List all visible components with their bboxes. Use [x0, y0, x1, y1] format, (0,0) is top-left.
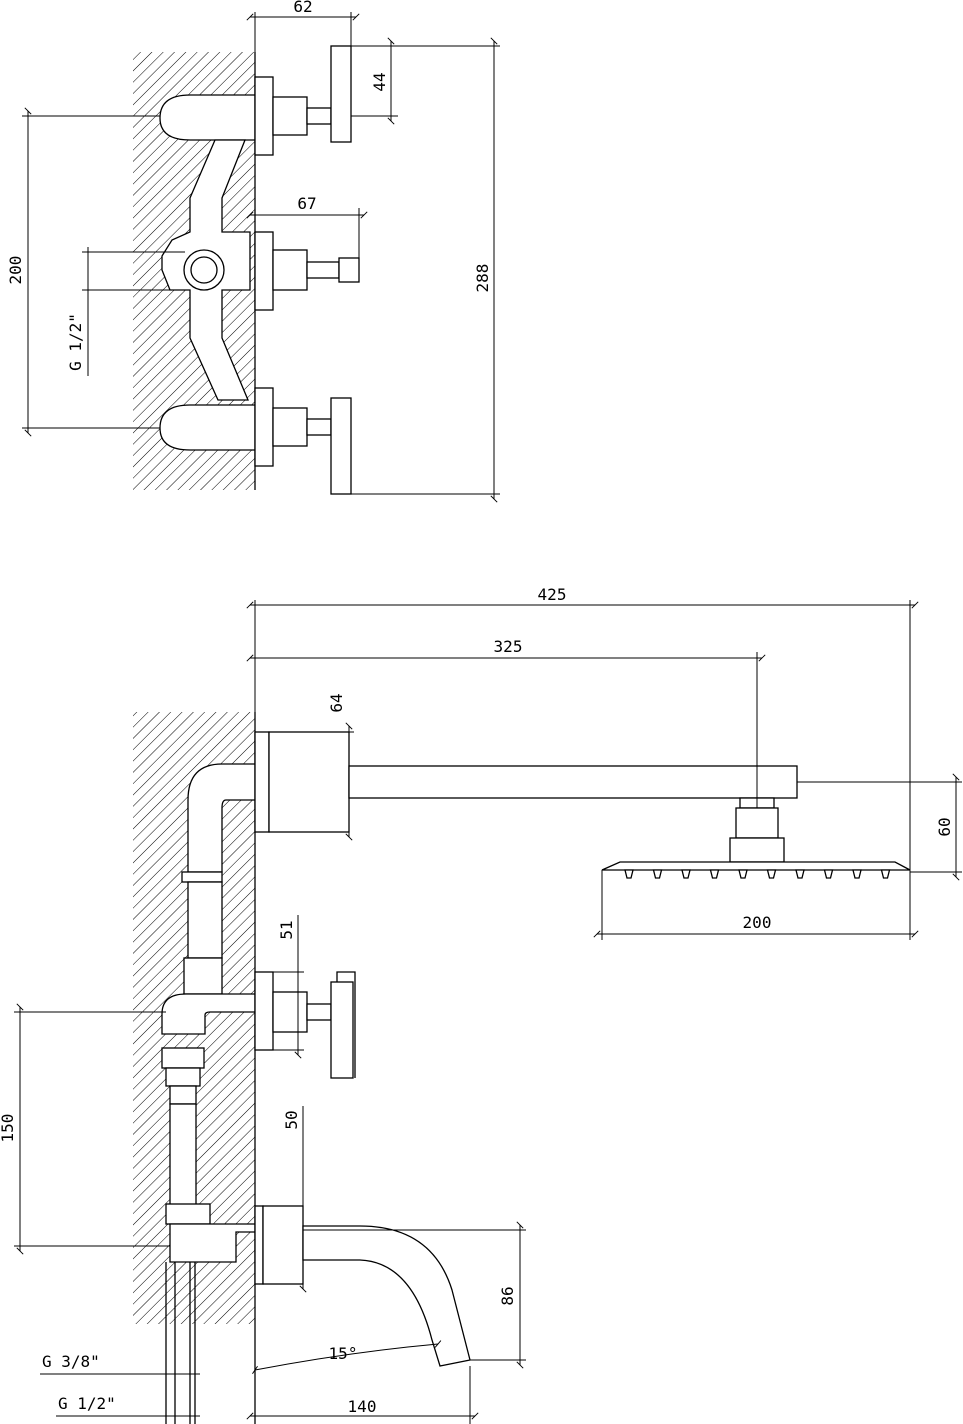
- dim-200-head-label: 200: [743, 913, 772, 932]
- shower-head: [601, 861, 911, 879]
- shower-nozzle: [880, 869, 891, 879]
- dim-50: 50: [282, 1106, 307, 1293]
- shower-nozzle: [738, 869, 748, 879]
- dim-g12-top-label: G 1/2": [66, 313, 85, 371]
- dim-288: 288: [351, 37, 500, 503]
- dim-64: 64: [327, 693, 354, 841]
- shower-nozzle: [652, 869, 663, 879]
- bottom-valve: [254, 387, 352, 495]
- shower-nozzle: [709, 869, 720, 879]
- dim-325-label: 325: [494, 637, 523, 656]
- dim-44: 44: [351, 37, 398, 125]
- wall-piping: [161, 763, 256, 1424]
- dim-62-label: 62: [293, 0, 312, 16]
- dim-51: 51: [273, 915, 304, 1059]
- dim-140: 140: [246, 1366, 479, 1424]
- dim-200-top-label: 200: [6, 256, 25, 285]
- angle-15: 15°: [252, 1340, 442, 1375]
- concealed-body: [159, 94, 256, 451]
- dim-67: 67: [246, 194, 368, 258]
- dim-425: 425: [246, 585, 919, 940]
- dim-g38: G 3/8": [40, 1352, 200, 1375]
- shower-nozzle: [795, 869, 805, 879]
- dim-g12-side: G 1/2": [56, 1394, 200, 1417]
- shower-nozzle: [852, 869, 862, 879]
- dim-60: 60: [797, 773, 962, 881]
- shower-nozzle: [624, 869, 634, 879]
- dim-325: 325: [246, 637, 766, 808]
- shower-nozzle: [823, 869, 834, 879]
- dim-425-label: 425: [538, 585, 567, 604]
- dim-86: 86: [303, 1221, 526, 1369]
- dim-g38-label: G 3/8": [42, 1352, 100, 1371]
- shower-arm: [254, 731, 798, 863]
- dim-62: 62: [246, 0, 360, 77]
- dim-200-head: 200: [593, 870, 919, 940]
- middle-diverter: [254, 231, 360, 311]
- top-view: 62 44 67 288 200: [6, 0, 500, 503]
- dim-50-label: 50: [282, 1110, 301, 1129]
- dim-150-label: 150: [0, 1114, 17, 1143]
- shower-nozzle: [766, 869, 777, 879]
- dim-140-label: 140: [348, 1397, 377, 1416]
- dim-67-label: 67: [297, 194, 316, 213]
- shower-nozzle: [681, 869, 691, 879]
- side-view: 425 325 64 60 200: [0, 585, 962, 1424]
- dim-150: 150: [0, 1003, 170, 1255]
- dim-288-label: 288: [473, 264, 492, 293]
- mixer-valve: [254, 971, 356, 1079]
- dim-60-label: 60: [935, 817, 954, 836]
- dim-51-label: 51: [277, 920, 296, 939]
- dim-64-label: 64: [327, 693, 346, 712]
- shower-nozzles: [624, 869, 891, 879]
- dim-86-label: 86: [498, 1286, 517, 1305]
- dim-g12-top: G 1/2": [66, 247, 185, 376]
- angle-15-label: 15°: [329, 1344, 358, 1363]
- dim-44-label: 44: [370, 72, 389, 91]
- top-valve: [254, 45, 352, 156]
- dim-g12-side-label: G 1/2": [58, 1394, 116, 1413]
- dim-200-top: 200: [6, 107, 160, 437]
